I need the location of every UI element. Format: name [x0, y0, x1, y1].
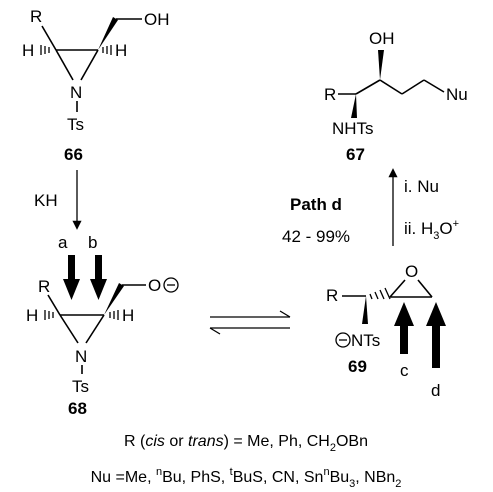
substituent-r: R [30, 7, 42, 26]
bond-c2-n [55, 49, 74, 81]
sulfonamide-label: NTs [351, 331, 380, 350]
step-i: i. Nu [404, 177, 439, 196]
substituent-r: R [38, 277, 50, 296]
negative-charge-icon [335, 332, 351, 348]
step-ii: ii. H3O+ [404, 218, 459, 242]
hydroxyl-label: OH [144, 10, 170, 29]
hydroxyl-label: OH [369, 29, 395, 48]
wedge-bond-oh [378, 50, 384, 80]
attack-arrow-c [394, 302, 414, 354]
substituent-r: R [324, 85, 336, 104]
hashed-bond-right [102, 45, 112, 55]
bond-c2-c3 [379, 79, 403, 95]
compound-number-69: 69 [348, 357, 367, 376]
bond-c2-n [59, 314, 79, 344]
path-yield: 42 - 99% [282, 227, 350, 246]
substituent-r: R [326, 286, 338, 305]
compound-number-66: 66 [64, 145, 83, 164]
wedge-bond-nts [362, 296, 368, 324]
compound-67: R OH Nu NHTs 67 [324, 29, 468, 164]
bond-c4-nu [423, 79, 445, 93]
attack-arrow-b [90, 255, 107, 300]
hydrogen-right: H [115, 41, 127, 60]
site-label-d: d [431, 381, 440, 400]
bond-c3-n [80, 49, 99, 81]
bond-r-c2 [41, 25, 57, 51]
wedge-bond-ch2o [104, 283, 124, 315]
bond-c1-c2 [355, 79, 381, 95]
hydrogen-left: H [26, 306, 38, 325]
bond-c3-n [85, 314, 105, 344]
tosyl-label: Ts [72, 377, 89, 396]
negative-charge-icon [163, 277, 179, 293]
hashed-bond-left [40, 45, 50, 55]
nitrogen-label: N [70, 83, 82, 102]
compound-69: R O NTs 69 c d [326, 262, 446, 400]
site-label-b: b [88, 233, 97, 252]
tosyl-label: Ts [67, 115, 84, 134]
epoxide-oxygen: O [405, 262, 418, 281]
compound-number-67: 67 [346, 145, 365, 164]
nitrogen-label: N [75, 347, 87, 366]
wedge-bond-nhts [351, 94, 357, 118]
bond-c3-c4 [401, 79, 425, 95]
arrow-kh: KH [34, 170, 82, 230]
bond-r-c2 [47, 294, 61, 316]
attack-arrow-d [426, 302, 446, 368]
bond-epoxide-co2 [417, 279, 433, 298]
compound-68: a b R H H O N [26, 233, 179, 418]
r-groups-line: R (cis or trans) = Me, Ph, CH2OBn [124, 433, 368, 454]
nucleophiles-line: Nu =Me, nBu, PhS, tBuS, CN, SnnBu3, NBn2 [91, 466, 402, 490]
bond-epoxide-co1 [389, 279, 406, 298]
alkoxide-oxygen: O [148, 276, 161, 295]
hashed-bond-right [109, 310, 119, 320]
arrow-path-d: Path d 42 - 99% i. Nu ii. H3O+ [282, 168, 459, 246]
hashed-bond-left [44, 310, 54, 320]
equilibrium-arrows [209, 310, 291, 335]
wedge-bond-ch2oh [98, 17, 118, 50]
path-label: Path d [290, 195, 342, 214]
site-label-a: a [58, 233, 68, 252]
nucleophile-label: Nu [446, 85, 468, 104]
attack-arrow-a [63, 255, 80, 300]
reagent-kh: KH [34, 191, 58, 210]
hashed-bond-epoxide [369, 287, 391, 300]
hydrogen-right: H [122, 306, 134, 325]
compound-number-68: 68 [68, 399, 87, 418]
compound-66: R H H OH N Ts 66 [22, 7, 170, 164]
sulfonamide-label: NHTs [332, 119, 374, 138]
hydrogen-left: H [22, 41, 34, 60]
site-label-c: c [400, 361, 409, 380]
